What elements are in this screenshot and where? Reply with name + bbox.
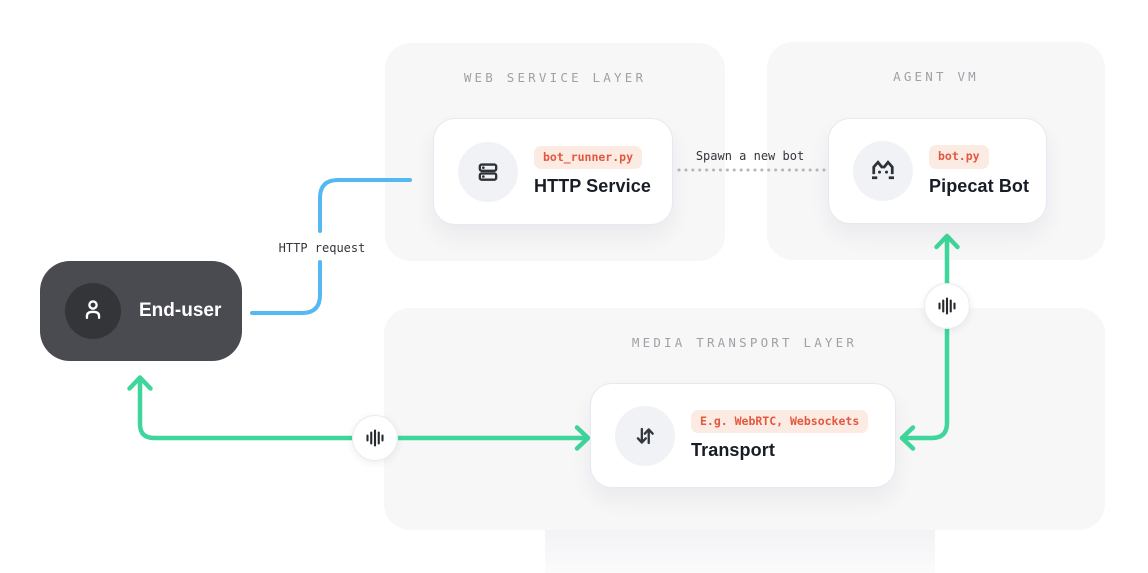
http-service-title: HTTP Service [534,176,651,197]
audio-waveform-icon [352,415,398,461]
panel-title-web-service-layer: WEB SERVICE LAYER [463,70,647,85]
transport-title: Transport [691,440,775,461]
server-icon [458,141,518,202]
http-service-badge: bot_runner.py [534,145,643,170]
panel-title-agent-vm: AGENT VM [893,69,979,84]
http-request-line-lower [250,260,322,315]
node-pipecat-bot: bot.py Pipecat Bot [828,118,1047,224]
node-end-user: End-user [40,261,242,361]
end-user-label: End-user [139,300,222,321]
spawn-bot-label: Spawn a new bot [695,149,805,163]
pipecat-bot-title: Pipecat Bot [929,175,1030,196]
pipecat-cat-icon [853,141,913,201]
avatar [65,283,121,339]
background-band [545,530,935,573]
transfer-arrows-icon [615,405,675,466]
panel-title-media-transport-layer: MEDIA TRANSPORT LAYER [631,335,858,350]
http-request-label: HTTP request [278,241,366,255]
audio-waveform-icon [924,283,970,329]
transport-badge: E.g. WebRTC, Websockets [691,409,869,434]
node-http-service: bot_runner.py HTTP Service [433,118,673,225]
node-transport: E.g. WebRTC, Websockets Transport [590,383,896,488]
person-icon [79,295,107,328]
arrowhead-up-end-user [127,375,153,391]
pipecat-bot-badge: bot.py [929,145,989,169]
